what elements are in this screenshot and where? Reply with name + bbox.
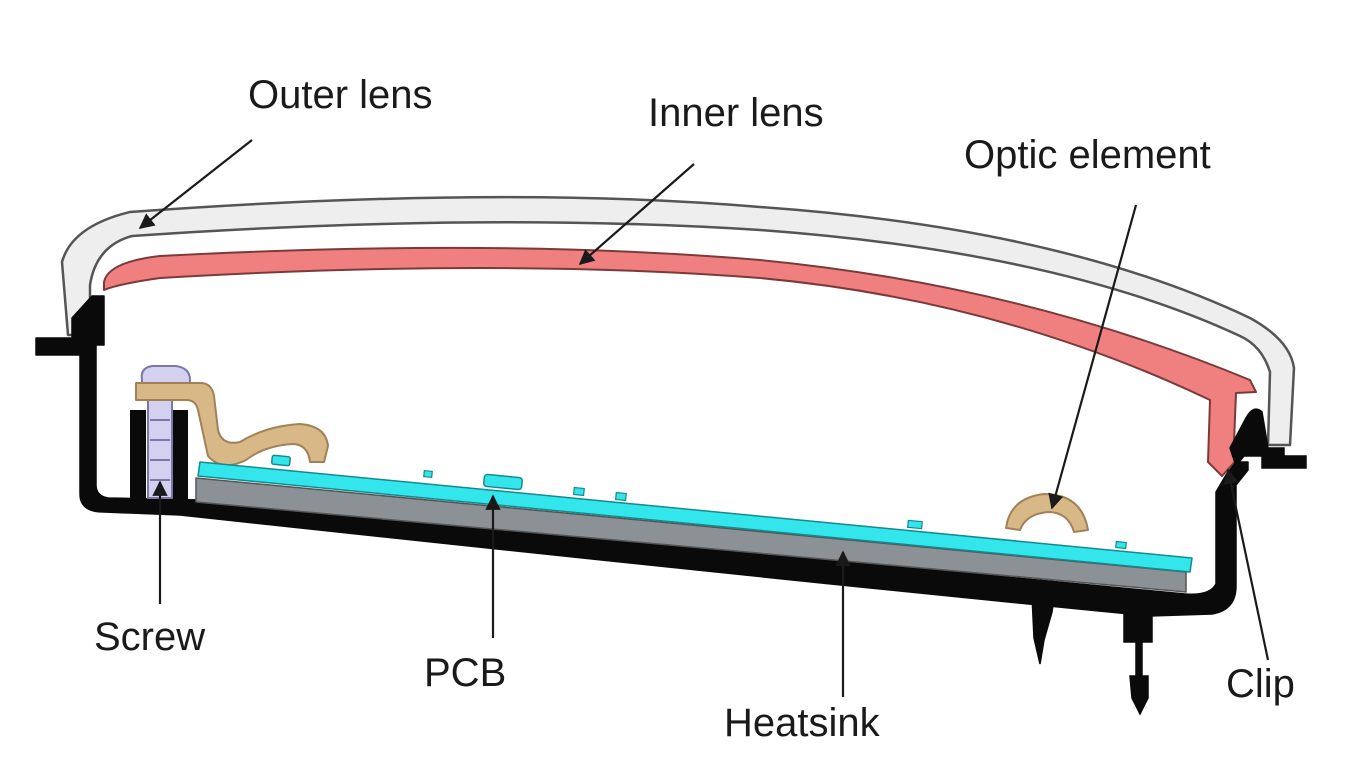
screw-boss-right: [172, 410, 188, 502]
mounting-connector: [1123, 605, 1153, 716]
pcb-component: [906, 519, 923, 530]
label-heatsink: Heatsink: [724, 701, 881, 745]
leader-clip: [1223, 468, 1270, 661]
screw-boss-left: [130, 410, 146, 502]
pcb-component: [483, 473, 523, 491]
pcb-component: [572, 486, 585, 497]
label-inner-lens: Inner lens: [648, 91, 824, 135]
housing-left-flange: [36, 338, 84, 352]
label-screw: Screw: [94, 615, 205, 659]
pcb: [197, 461, 1193, 573]
pcb-component: [423, 469, 433, 479]
leader-outer-lens: [138, 139, 253, 229]
pcb-component: [1115, 540, 1127, 550]
heatsink: [195, 477, 1187, 593]
mounting-spike: [1031, 595, 1055, 665]
spring-clip: [135, 382, 329, 467]
pcb-component: [270, 454, 291, 467]
pcb-component: [614, 491, 627, 502]
label-pcb: PCB: [424, 651, 506, 695]
leader-optic-element: [1048, 204, 1138, 510]
optic-element: [1005, 493, 1089, 533]
right-clip-bracket: [1229, 408, 1307, 469]
outer-lens: [60, 195, 1296, 447]
label-clip: Clip: [1226, 662, 1295, 706]
leader-inner-lens: [578, 163, 695, 266]
label-optic-element: Optic element: [964, 133, 1211, 177]
label-outer-lens: Outer lens: [248, 73, 433, 117]
